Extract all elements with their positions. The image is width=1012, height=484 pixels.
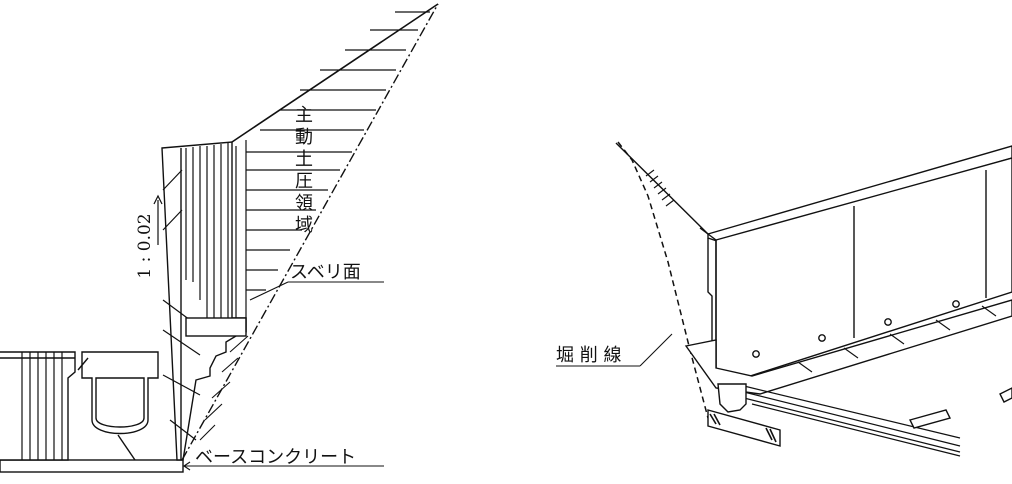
base-slab-segments — [797, 305, 997, 373]
region-label-char: 圧 — [295, 171, 313, 192]
slip-surface-label: スベリ面 — [290, 262, 361, 283]
slip-surface-line — [181, 3, 439, 461]
excavation-line-label: 堀 削 線 — [556, 345, 621, 366]
active-earth-pressure-label: 主 動 土 圧 領 域 — [295, 105, 313, 236]
earth-hatch-lower — [199, 335, 249, 441]
region-label-char: 域 — [295, 215, 313, 236]
backfill-edge — [699, 227, 717, 241]
drain-hole — [884, 318, 892, 326]
right-perspective-view — [556, 141, 1012, 457]
slope-ratio-label: 1 : 0.02 — [135, 213, 155, 278]
base-concrete — [0, 459, 184, 473]
retaining-wall — [161, 141, 247, 461]
footing-block — [717, 383, 747, 413]
slip-surface-leader — [249, 281, 289, 301]
region-label-char: 動 — [295, 127, 313, 148]
side-ditch — [0, 351, 159, 461]
drain-hole — [818, 334, 826, 342]
base-concrete-hatch — [709, 413, 777, 443]
active-earth-pressure-region — [235, 11, 430, 332]
precast-block — [185, 317, 247, 337]
ditch-rails — [743, 385, 961, 457]
region-label-char: 領 — [295, 193, 313, 214]
drain-hole — [752, 350, 760, 358]
excavation-line — [617, 141, 709, 419]
wall-hatch-vertical — [185, 143, 229, 318]
base-concrete-perspective — [707, 409, 781, 447]
floor-plate — [999, 387, 1012, 403]
left-cross-section — [0, 3, 439, 473]
slope-hatch — [645, 169, 675, 207]
excavation-leader — [639, 333, 673, 367]
ground-surface-line — [231, 3, 439, 143]
region-label-char: 主 — [295, 105, 313, 126]
base-concrete-arrowhead — [183, 461, 191, 471]
floor-plate — [908, 409, 952, 429]
drain-hole — [952, 300, 960, 308]
slope-ratio-arrowhead — [153, 194, 163, 205]
slope-top-edge — [615, 142, 709, 235]
base-concrete-label: ベースコンクリート — [195, 447, 356, 468]
wall-hatch-diagonal — [162, 169, 201, 441]
region-label-char: 土 — [295, 149, 313, 170]
